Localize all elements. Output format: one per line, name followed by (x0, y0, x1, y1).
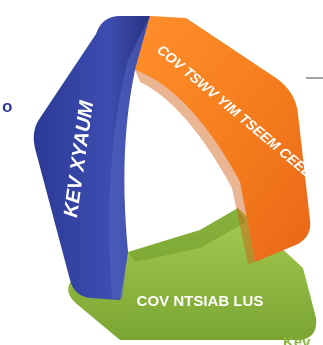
bottom-right-text-fragment: Kev (283, 334, 311, 345)
left-text-fragment: o (2, 97, 12, 116)
label-green: COV NTSIAB LUS (137, 293, 264, 310)
segment-orange-edge (135, 70, 255, 264)
segment-orange (135, 16, 311, 262)
segment-green-edge (128, 208, 246, 262)
inner-triangle (128, 70, 240, 250)
segment-blue-highlight (109, 16, 150, 300)
